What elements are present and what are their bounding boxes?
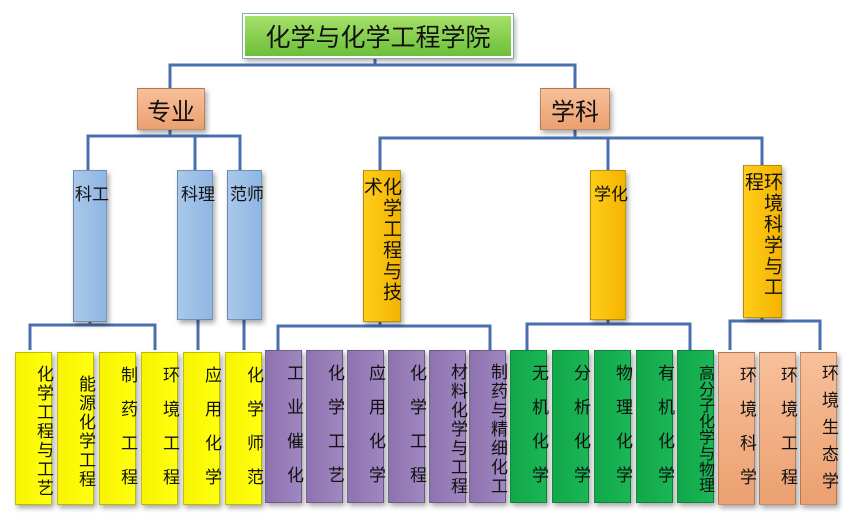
major-item: 制药工程 bbox=[99, 352, 137, 505]
major-item: 环境工程 bbox=[141, 352, 179, 505]
chem-eng-sub: 制药与精细化工 bbox=[469, 350, 507, 503]
group-normal: 师范 bbox=[226, 170, 263, 320]
env-sub: 环境科学 bbox=[718, 352, 756, 505]
chem-sub: 有机化学 bbox=[636, 350, 674, 503]
chem-sub: 物理化学 bbox=[594, 350, 632, 503]
chem-eng-sub: 材料化学与工程 bbox=[429, 350, 467, 503]
group-engineering: 工科 bbox=[71, 170, 108, 322]
group-env: 环境科学与工程 bbox=[742, 165, 783, 318]
group-chem: 化学 bbox=[590, 170, 627, 320]
chem-eng-sub: 化学工程 bbox=[388, 350, 426, 503]
branch-major: 专业 bbox=[137, 88, 205, 130]
college-title: 化学与化学工程学院 bbox=[242, 13, 514, 59]
chem-eng-sub: 应用化学 bbox=[347, 350, 385, 503]
chem-sub: 分析化学 bbox=[552, 350, 590, 503]
major-item: 化学师范 bbox=[225, 352, 263, 505]
major-item: 化学工程与工艺 bbox=[15, 352, 53, 505]
group-chem-eng: 化学工程与技术 bbox=[361, 170, 402, 322]
branch-discipline: 学科 bbox=[540, 88, 610, 130]
chem-eng-sub: 工业催化 bbox=[265, 350, 303, 503]
chem-eng-sub: 化学工艺 bbox=[306, 350, 344, 503]
group-science: 理科 bbox=[177, 170, 214, 320]
env-sub: 环境工程 bbox=[759, 352, 797, 505]
env-sub: 环境生态学 bbox=[800, 352, 838, 505]
chem-sub: 高分子化学与物理 bbox=[677, 350, 715, 503]
major-item: 能源化学工程 bbox=[57, 352, 95, 505]
chem-sub: 无机化学 bbox=[510, 350, 548, 503]
major-item: 应用化学 bbox=[183, 352, 221, 505]
